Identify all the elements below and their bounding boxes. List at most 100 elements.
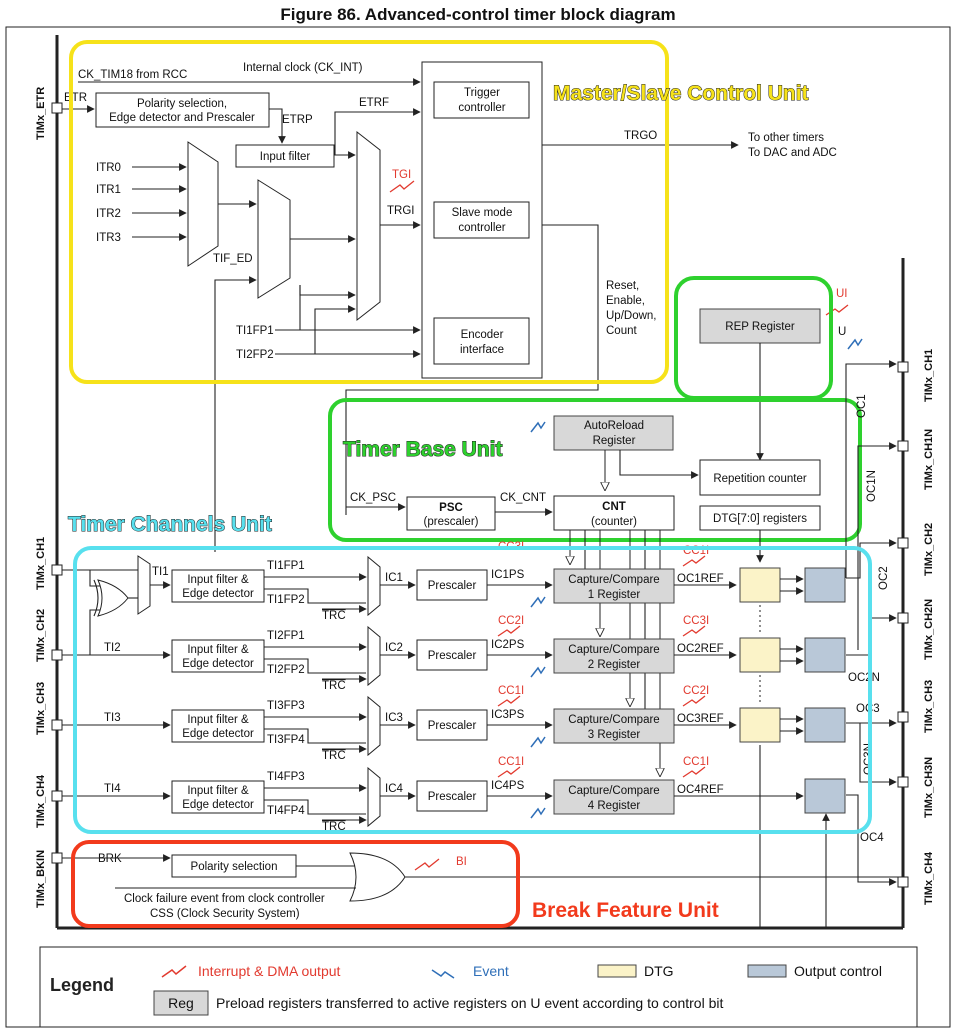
fp-b-label: TI3FP4 (267, 734, 305, 746)
output-control-block (804, 637, 846, 673)
svg-text:Polarity selection,: Polarity selection, (137, 98, 227, 110)
svg-text:To DAC and ADC: To DAC and ADC (748, 147, 837, 159)
register-number-label: 1 Register (588, 589, 641, 601)
register-number-label: 2 Register (588, 659, 641, 671)
output-control-block (804, 707, 846, 743)
svg-text:Slave mode: Slave mode (452, 207, 513, 219)
interrupt-icon (682, 695, 706, 707)
capture-compare-register (553, 638, 675, 674)
capture-compare-register (553, 779, 675, 815)
dtg-block (739, 637, 781, 673)
pin-bkin: TIMx_BKIN (35, 850, 63, 908)
master-slave-unit: CK_TIM18 from RCC Internal clock (CK_INT… (62, 61, 837, 552)
pin-out-ch1n: TIMx_CH1N (897, 429, 935, 490)
svg-text:Legend: Legend (50, 975, 114, 995)
channel-row: Input filter &Edge detectorTI2FP1TI2FP2T… (171, 615, 846, 692)
fp-b-label: TI1FP2 (267, 594, 305, 606)
ic-mux (367, 625, 381, 687)
edge-detector-label: Edge detector (182, 658, 254, 670)
channel-rows: Input filter & Edge detector TI1FP1TI1FP2T… (171, 541, 846, 833)
capture-compare-label: Capture/Compare (568, 644, 659, 656)
master-slave-label: Master/Slave Control Unit (553, 82, 809, 105)
trc-label: TRC (322, 680, 346, 692)
capture-compare-register (553, 568, 675, 604)
icps-label: IC2PS (491, 639, 525, 651)
interrupt-icon (682, 555, 706, 567)
break-feature-unit: BRK Polarity selection Clock failure eve… (62, 852, 903, 920)
prescaler-box (416, 780, 488, 812)
svg-text:TIMx_CH2N: TIMx_CH2N (923, 599, 935, 660)
event-icon (530, 596, 546, 608)
timer-base-unit: REP Register UI U AutoReload Register Re… (346, 288, 863, 531)
ocref-label: OC3REF (677, 713, 724, 725)
cc-interrupt-label: CC1I (498, 756, 524, 768)
input-filter-label: Input filter & (187, 574, 249, 586)
input-filter-box (171, 780, 265, 814)
svg-text:TIMx_CH3N: TIMx_CH3N (923, 757, 935, 818)
break-feature-label: Break Feature Unit (532, 899, 719, 922)
fp-a-label: TI1FP1 (267, 560, 305, 572)
cc-interrupt-label: CC1I (683, 756, 709, 768)
pin-out-ch3n: TIMx_CH3N (897, 757, 935, 818)
svg-text:Preload registers transferred: Preload registers transferred to active … (216, 995, 723, 1011)
pin-etr: TIMx_ETR ETR (35, 87, 87, 140)
fp-a-label: TI4FP3 (267, 771, 305, 783)
timer-base-outline (328, 398, 862, 542)
svg-text:ITR0: ITR0 (96, 162, 121, 174)
cc-interrupt-label: CC1I (498, 685, 524, 697)
svg-text:TRGI: TRGI (387, 205, 414, 217)
svg-text:Edge detector and Prescaler: Edge detector and Prescaler (109, 112, 255, 124)
or-gate (349, 852, 406, 902)
ic-label: IC1 (385, 572, 403, 584)
fp-a-label: TI2FP1 (267, 630, 305, 642)
register-number-label: 3 Register (588, 729, 641, 741)
svg-text:OC4: OC4 (860, 832, 884, 844)
svg-text:ITR3: ITR3 (96, 232, 121, 244)
svg-text:TIMx_CH3: TIMx_CH3 (35, 682, 47, 735)
figure-title: Figure 86. Advanced-control timer block … (280, 5, 675, 24)
svg-text:TI2FP2: TI2FP2 (236, 349, 274, 361)
svg-text:TI2: TI2 (104, 642, 121, 654)
ic-mux (367, 766, 381, 828)
trc-label: TRC (322, 750, 346, 762)
svg-text:CNT: CNT (602, 501, 626, 513)
svg-text:TGI: TGI (392, 169, 411, 181)
ic-mux (367, 695, 381, 757)
svg-text:CK_TIM18 from RCC: CK_TIM18 from RCC (78, 69, 187, 81)
ic-label: IC4 (385, 783, 404, 795)
svg-text:Polarity selection: Polarity selection (191, 861, 278, 873)
ic-mux (367, 555, 381, 617)
interrupt-icon (682, 625, 706, 637)
prescaler-label: Prescaler (428, 720, 477, 732)
prescaler-box (416, 709, 488, 741)
capture-compare-label: Capture/Compare (568, 574, 659, 586)
event-icon (530, 666, 546, 678)
icps-label: IC4PS (491, 780, 525, 792)
svg-text:Internal clock (CK_INT): Internal clock (CK_INT) (243, 62, 363, 74)
ic-label: IC2 (385, 642, 403, 654)
svg-text:TIF_ED: TIF_ED (213, 253, 253, 265)
pin-out-ch2n: TIMx_CH2N (897, 599, 935, 660)
svg-text:Output control: Output control (794, 963, 882, 979)
svg-text:Reset,: Reset, (606, 280, 639, 292)
icps-label: IC1PS (491, 569, 525, 581)
event-icon (530, 807, 546, 819)
edge-detector-label: Edge detector (182, 728, 254, 740)
svg-text:AutoReload: AutoReload (584, 420, 644, 432)
capture-compare-label: Capture/Compare (568, 785, 659, 797)
svg-text:DTG: DTG (644, 963, 674, 979)
fp-a-label: TI3FP3 (267, 700, 305, 712)
svg-text:TIMx_CH3: TIMx_CH3 (923, 680, 935, 733)
svg-text:controller: controller (458, 222, 505, 234)
pin-out-ch2: TIMx_CH2 (897, 523, 935, 576)
pin-ch4: TIMx_CH4 (35, 774, 63, 828)
svg-text:U: U (838, 326, 846, 338)
pin-out-ch1: TIMx_CH1 (897, 349, 935, 402)
svg-text:ETRP: ETRP (282, 114, 313, 126)
svg-text:TI1: TI1 (152, 566, 169, 578)
ocref-label: OC1REF (677, 573, 724, 585)
svg-text:controller: controller (458, 102, 505, 114)
svg-text:CSS (Clock Security System): CSS (Clock Security System) (150, 908, 300, 920)
input-filter-box (171, 569, 265, 603)
